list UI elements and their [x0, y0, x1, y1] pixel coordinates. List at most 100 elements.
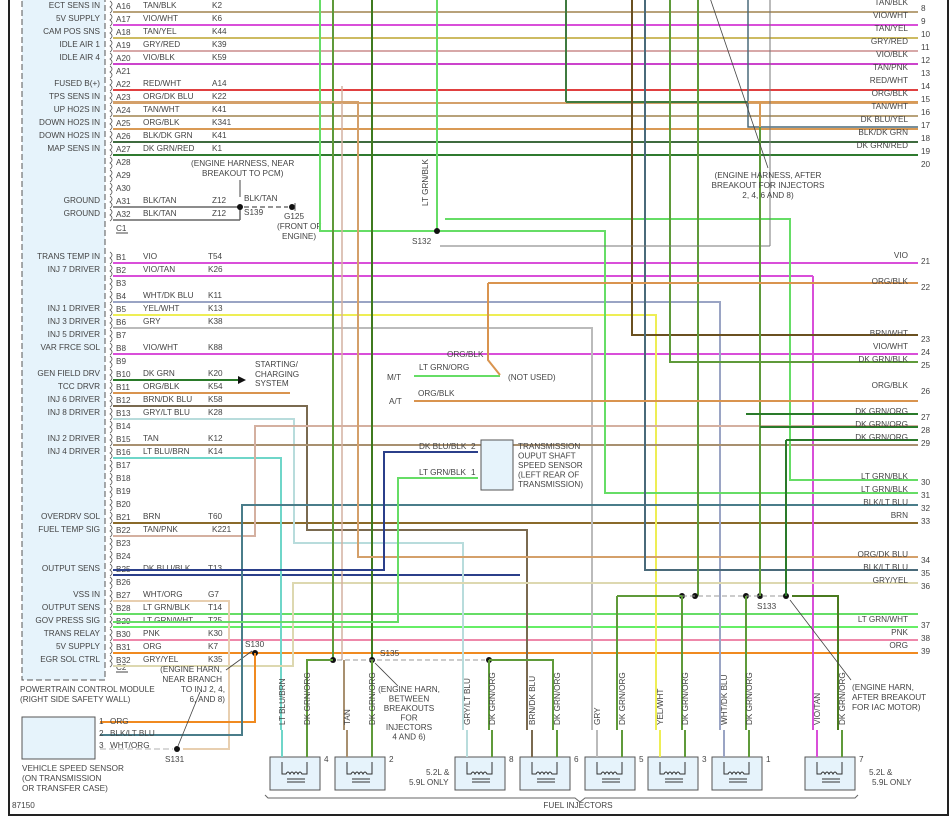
- wire-b16-inj4: [113, 457, 282, 730]
- wire-color-label: LT GRN/BLK: [143, 603, 191, 612]
- ground-g125-label: G125: [284, 212, 304, 221]
- splice-s139-label: S139: [244, 208, 264, 217]
- wire-b12-inj6: [113, 405, 528, 730]
- charging-label: SYSTEM: [255, 379, 289, 388]
- pin-number: B3: [116, 279, 126, 288]
- connector-c1-label: C1: [116, 224, 127, 233]
- harness-after-note: 2, 4, 6 AND 8): [742, 191, 794, 200]
- wire-color-label: TAN/PNK: [143, 525, 178, 534]
- connector-cavity: [109, 641, 113, 655]
- pin-number: B27: [116, 591, 131, 600]
- mt-wire-label: LT GRN/ORG: [419, 363, 469, 372]
- circuit-number: K35: [208, 655, 223, 664]
- connector-cavity: [109, 576, 113, 590]
- pcm-pin-function: VAR FRCE SOL: [41, 343, 101, 352]
- wire-color-label: TAN/WHT: [143, 105, 180, 114]
- circuit-number: K11: [208, 291, 222, 300]
- wire-lt-grn-left: [319, 0, 440, 232]
- connector-cavity: [109, 615, 113, 629]
- right-wire-label: GRY/RED: [871, 37, 908, 46]
- wire-color-label: ORG/DK BLU: [143, 92, 194, 101]
- wire-color-label: VIO/WHT: [143, 343, 178, 352]
- s130-note: 6, AND 8): [190, 695, 226, 704]
- circuit-number: K13: [208, 304, 223, 313]
- right-wire-label: LT GRN/BLK: [861, 472, 909, 481]
- pcm-pin-function: 5V SUPPLY: [56, 642, 101, 651]
- injector-wire-label-1: BRN/DK BLU: [528, 676, 537, 725]
- connector-cavity: [109, 303, 113, 317]
- wire-color-label: VIO: [143, 252, 157, 261]
- s133-arrow: [789, 599, 852, 681]
- connector-cavity: [109, 394, 113, 408]
- right-wire-label: DK GRN/ORG: [855, 420, 908, 429]
- pin-number: B28: [116, 604, 131, 613]
- injector-number: 4: [324, 755, 329, 764]
- injector-wire-label-2: DK GRN/ORG: [303, 672, 312, 725]
- pin-number: A19: [116, 41, 131, 50]
- pcm-location: (RIGHT SIDE SAFETY WALL): [20, 695, 131, 704]
- right-wire-number: 23: [921, 335, 931, 344]
- connector-cavity: [109, 498, 113, 512]
- pcm-pin-function: ECT SENS IN: [49, 1, 100, 10]
- injector-number: 5: [639, 755, 644, 764]
- pin-number: A16: [116, 2, 131, 11]
- wire-color-label: WHT/DK BLU: [143, 291, 194, 300]
- diagram-frame: [8, 0, 949, 816]
- right-wire-number: 26: [921, 387, 931, 396]
- output-sensor-pin1: 1: [471, 468, 476, 477]
- s130-arrow: [225, 650, 253, 671]
- connector-cavity: [109, 143, 113, 157]
- pin-number: B5: [116, 305, 126, 314]
- output-sensor-label: (LEFT REAR OF: [518, 471, 579, 480]
- circuit-number: G7: [208, 590, 219, 599]
- right-wire-number: 16: [921, 108, 931, 117]
- wire-color-label: GRY/LT BLU: [143, 408, 190, 417]
- engine-note: 5.9L ONLY: [872, 778, 912, 787]
- pcm-pin-function: INJ 2 DRIVER: [48, 434, 100, 443]
- right-wire-label: DK GRN/BLK: [858, 355, 908, 364]
- connector-cavity: [109, 182, 113, 196]
- connector-cavity: [109, 52, 113, 66]
- connector-cavity: [109, 381, 113, 395]
- wire-color-label: VIO/BLK: [143, 53, 175, 62]
- connector-cavity: [109, 65, 113, 79]
- circuit-number: K14: [208, 447, 223, 456]
- injector-number: 3: [702, 755, 707, 764]
- pin-number: B10: [116, 370, 131, 379]
- wire-color-label: WHT/ORG: [143, 590, 183, 599]
- right-wire-number: 13: [921, 69, 931, 78]
- right-wire-number: 10: [921, 30, 931, 39]
- connector-cavity: [109, 290, 113, 304]
- injector-coil-icon: [531, 762, 558, 776]
- right-wire-label: DK GRN/RED: [857, 141, 908, 150]
- output-sensor-label: OUPUT SHAFT: [518, 452, 576, 461]
- right-wire-label: BLK/DK GRN: [858, 128, 908, 137]
- engine-note: 5.2L &: [426, 768, 450, 777]
- pcm-pin-function: TRANS TEMP IN: [37, 252, 100, 261]
- engine-note: 5.2L &: [869, 768, 893, 777]
- connector-cavity: [109, 420, 113, 434]
- s130-note: NEAR BRANCH: [162, 675, 222, 684]
- output-sensor-box: [480, 439, 514, 491]
- connector-cavity: [109, 156, 113, 170]
- s135-note: BETWEEN: [389, 695, 430, 704]
- ground-g125-dot: [289, 204, 295, 210]
- right-wire-label: DK BLU/YEL: [861, 115, 909, 124]
- pcm-pin-function: OUTPUT SENS: [42, 564, 101, 573]
- connector-cavity: [109, 589, 113, 603]
- injector-wire-label-2: DK GRN/ORG: [838, 672, 847, 725]
- wire-color-label: TAN: [143, 434, 159, 443]
- pcm-pin-function: IDLE AIR 1: [59, 40, 100, 49]
- output-sensor-label: TRANSMISSION): [518, 480, 583, 489]
- right-wire-number: 17: [921, 121, 931, 130]
- circuit-number: K221: [212, 525, 232, 534]
- fuel-injectors-title: FUEL INJECTORS: [543, 801, 613, 810]
- pcm-pin-function: DOWN HO2S IN: [39, 131, 100, 140]
- pcm-pin-function: INJ 5 DRIVER: [48, 330, 100, 339]
- right-wire-number: 38: [921, 634, 931, 643]
- injector-8-box: [454, 756, 506, 791]
- right-wire-number: 18: [921, 134, 931, 143]
- right-wire-number: 15: [921, 95, 931, 104]
- vss-pin-wire: WHT/ORG: [110, 741, 150, 750]
